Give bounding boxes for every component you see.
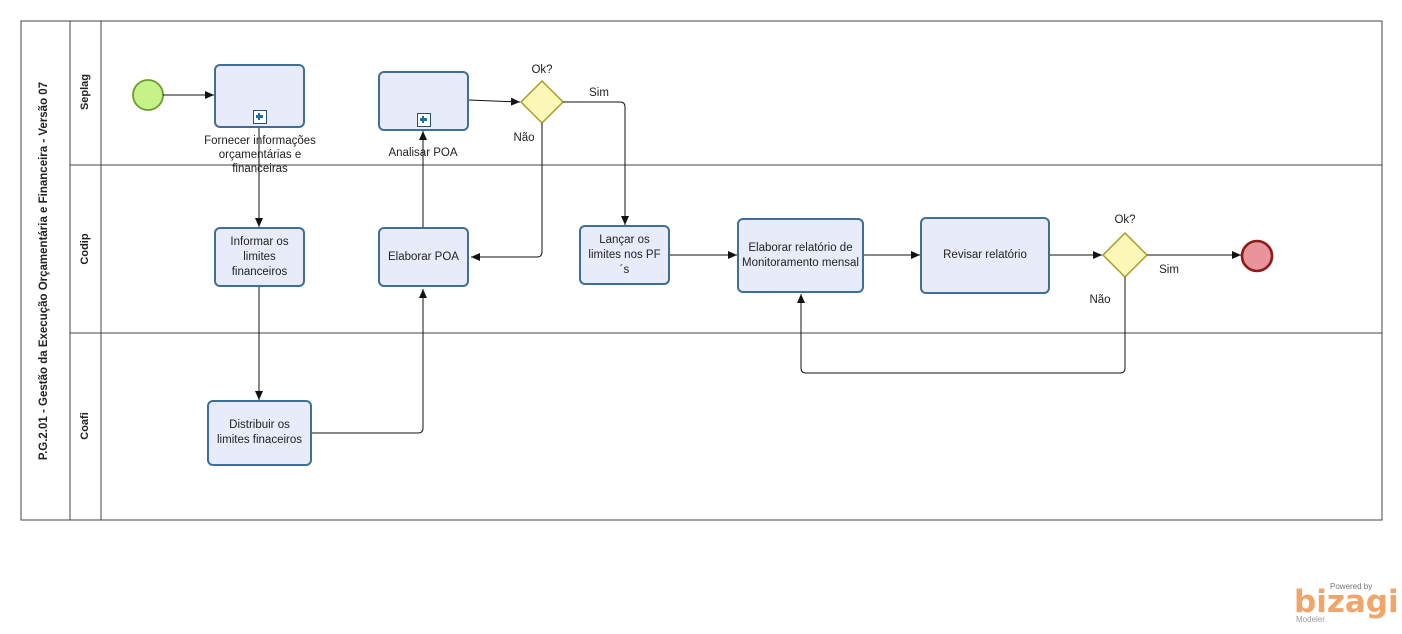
lane-label-coafi: Coafi (79, 412, 91, 440)
flow-gateway2-no (797, 277, 1126, 374)
task-fornecer-informacoes[interactable] (214, 64, 305, 128)
lane-label-codip: Codip (79, 233, 91, 265)
gateway-ok-1[interactable] (519, 79, 565, 125)
bizagi-wordmark: bizagi (1294, 584, 1399, 620)
task-elaborar-relatorio[interactable]: Elaborar relatório de Monitoramento mens… (737, 218, 864, 293)
start-event[interactable] (132, 79, 164, 111)
flow-distribuir-elaborarpoa (312, 289, 427, 434)
task-distribuir-limites[interactable]: Distribuir os limites finaceiros (207, 400, 312, 466)
task-fornecer-label: Fornecer informações orçamentárias e fin… (204, 135, 316, 175)
flow-gateway1-yes (563, 101, 629, 225)
subprocess-plus-icon (416, 113, 431, 127)
modeler-text: Modeler (1296, 615, 1325, 624)
pool-title: P.G.2.01 - Gestão da Execução Orçamentár… (38, 81, 50, 461)
gateway-1-label: Ok? (531, 64, 553, 76)
task-lancar-limites[interactable]: Lançar os limites nos PF´s (579, 225, 670, 285)
task-revisar-relatorio[interactable]: Revisar relatório (920, 217, 1050, 294)
subprocess-plus-icon (252, 110, 267, 124)
gateway-2-no-label: Não (1089, 294, 1111, 306)
lane-label-seplag: Seplag (79, 73, 91, 111)
task-analisar-label: Analisar POA (388, 147, 458, 159)
end-event[interactable] (1240, 239, 1274, 273)
bizagi-logo: Powered by bizagi Modeler (1294, 582, 1399, 628)
gateway-ok-2[interactable] (1101, 231, 1149, 279)
task-informar-limites[interactable]: Informar os limites financeiros (214, 227, 305, 287)
gateway-2-label: Ok? (1114, 214, 1136, 226)
gateway-1-yes-label: Sim (589, 87, 609, 99)
task-elaborar-poa[interactable]: Elaborar POA (378, 227, 469, 287)
task-analisar-poa[interactable] (378, 71, 469, 131)
gateway-2-yes-label: Sim (1159, 264, 1179, 276)
gateway-1-no-label: Não (513, 132, 535, 144)
flow-gateway1-no (471, 123, 543, 261)
pool-border (20, 20, 1383, 521)
powered-by-text: Powered by (1330, 582, 1373, 591)
flow-analisar-gateway1 (468, 97, 521, 106)
